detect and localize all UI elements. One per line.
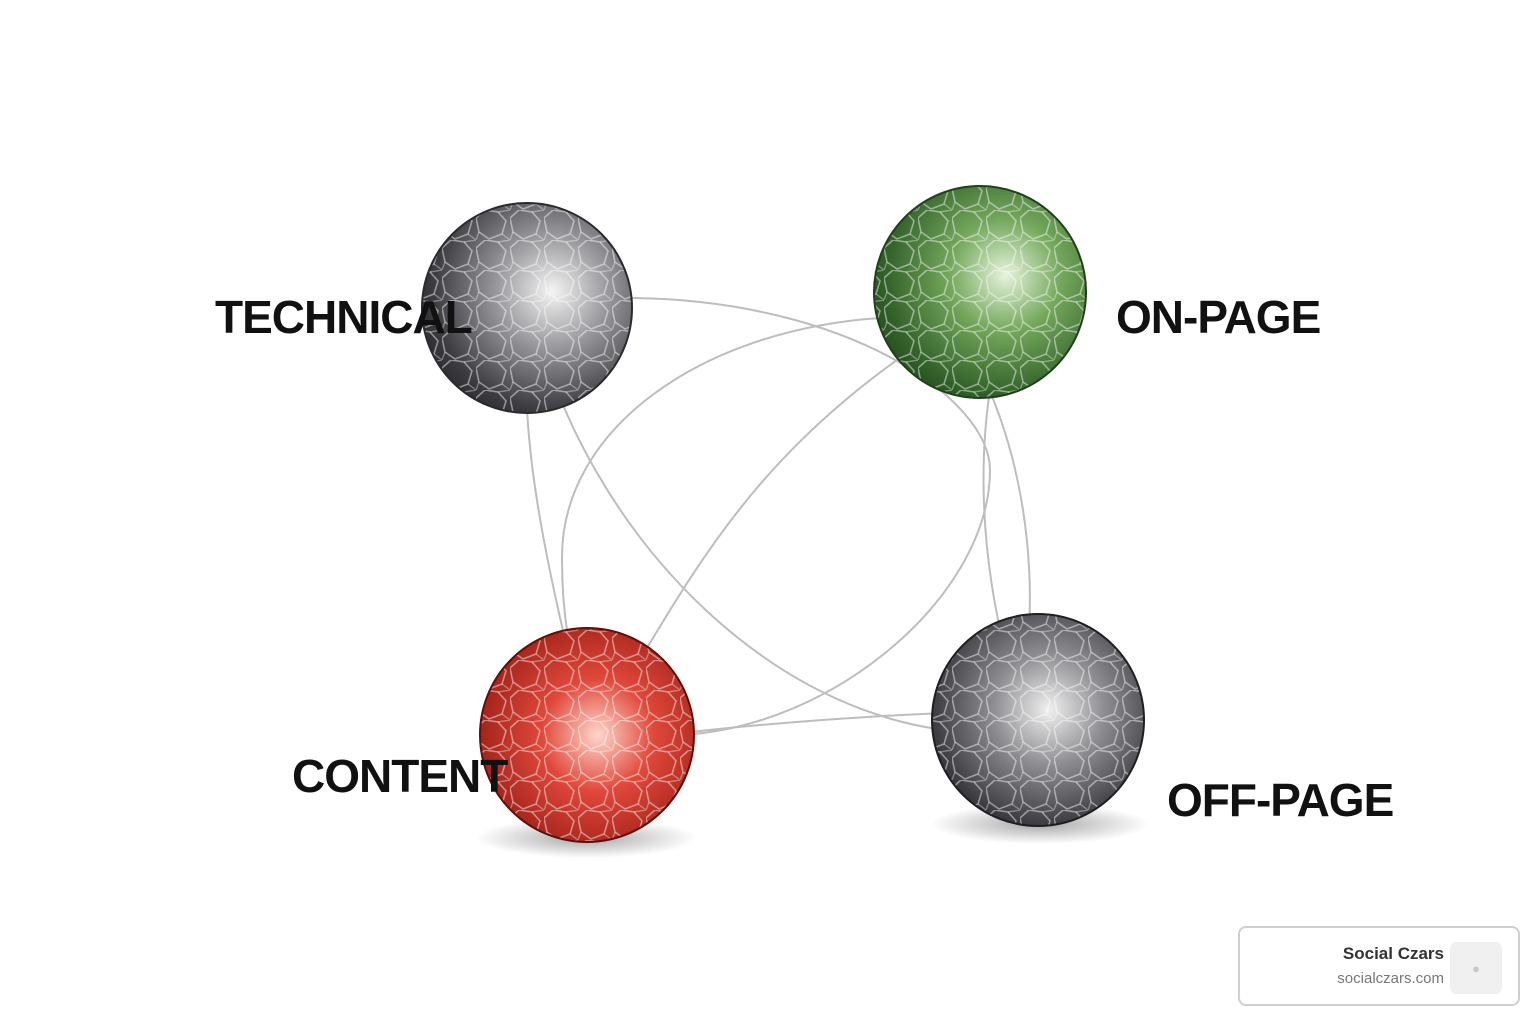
content-sphere <box>479 627 695 843</box>
watermark-badge[interactable]: Social Czars socialczars.com ● <box>1238 926 1520 1006</box>
badge-brand-url: socialczars.com <box>1337 970 1444 987</box>
offpage-sphere <box>931 613 1145 827</box>
onpage-label: ON-PAGE <box>1116 291 1320 343</box>
badge-brand-name: Social Czars <box>1342 944 1444 963</box>
onpage-sphere <box>873 185 1087 399</box>
logo-icon: ● <box>1450 942 1502 994</box>
offpage-label: OFF-PAGE <box>1167 774 1393 826</box>
technical-sphere <box>421 202 633 414</box>
technical-label: TECHNICAL <box>215 291 472 343</box>
content-label: CONTENT <box>292 750 508 802</box>
